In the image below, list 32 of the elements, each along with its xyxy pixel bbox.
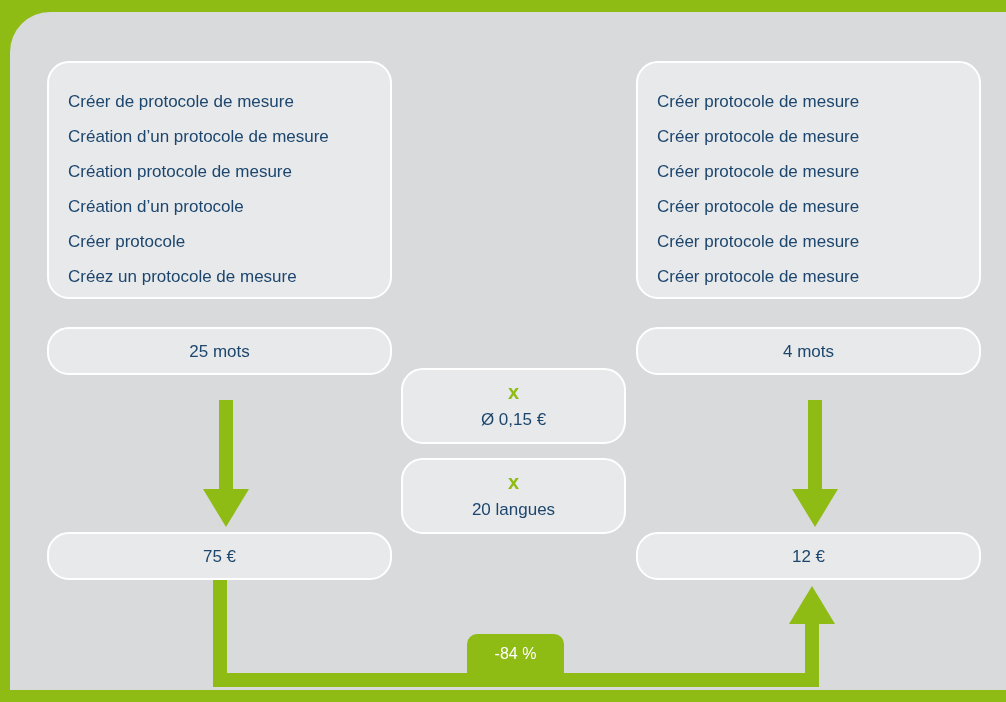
multiply-sign: x <box>507 470 520 495</box>
list-box <box>47 61 392 299</box>
edge-label: -84 % <box>467 634 564 674</box>
node-text: 75 € <box>202 545 237 568</box>
arrow <box>792 400 838 527</box>
process-box <box>47 532 392 580</box>
node-text: Création d’un protocole <box>68 196 244 218</box>
node-text: 25 mots <box>189 340 250 363</box>
node-text: Créer protocole de mesure <box>657 196 860 218</box>
process-box <box>636 532 981 580</box>
node-text: Ø 0,15 € <box>480 409 547 431</box>
process-box <box>636 327 981 375</box>
multiply-sign: x <box>507 380 520 405</box>
node-text: Créer protocole de mesure <box>657 231 860 253</box>
node-text: Créer protocole <box>68 231 186 253</box>
node-text: Création d’un protocole de mesure <box>68 126 329 148</box>
node-text: Créer de protocole de mesure <box>68 91 294 113</box>
node-text: Création protocole de mesure <box>68 161 292 183</box>
factor-box <box>401 368 626 444</box>
factor-box <box>401 458 626 534</box>
arrow <box>203 400 249 527</box>
node-text: 12 € <box>791 545 826 568</box>
node-text: Créer protocole de mesure <box>657 126 860 148</box>
node-text: Créer protocole de mesure <box>657 91 860 113</box>
process-box <box>47 327 392 375</box>
node-text: Créer protocole de mesure <box>657 161 860 183</box>
list-box <box>636 61 981 299</box>
node-text: 20 langues <box>471 499 556 521</box>
arrow <box>213 580 835 687</box>
node-text: Créez un protocole de mesure <box>68 266 297 288</box>
node-text: Créer protocole de mesure <box>657 266 860 288</box>
node-text: 4 mots <box>783 340 834 363</box>
